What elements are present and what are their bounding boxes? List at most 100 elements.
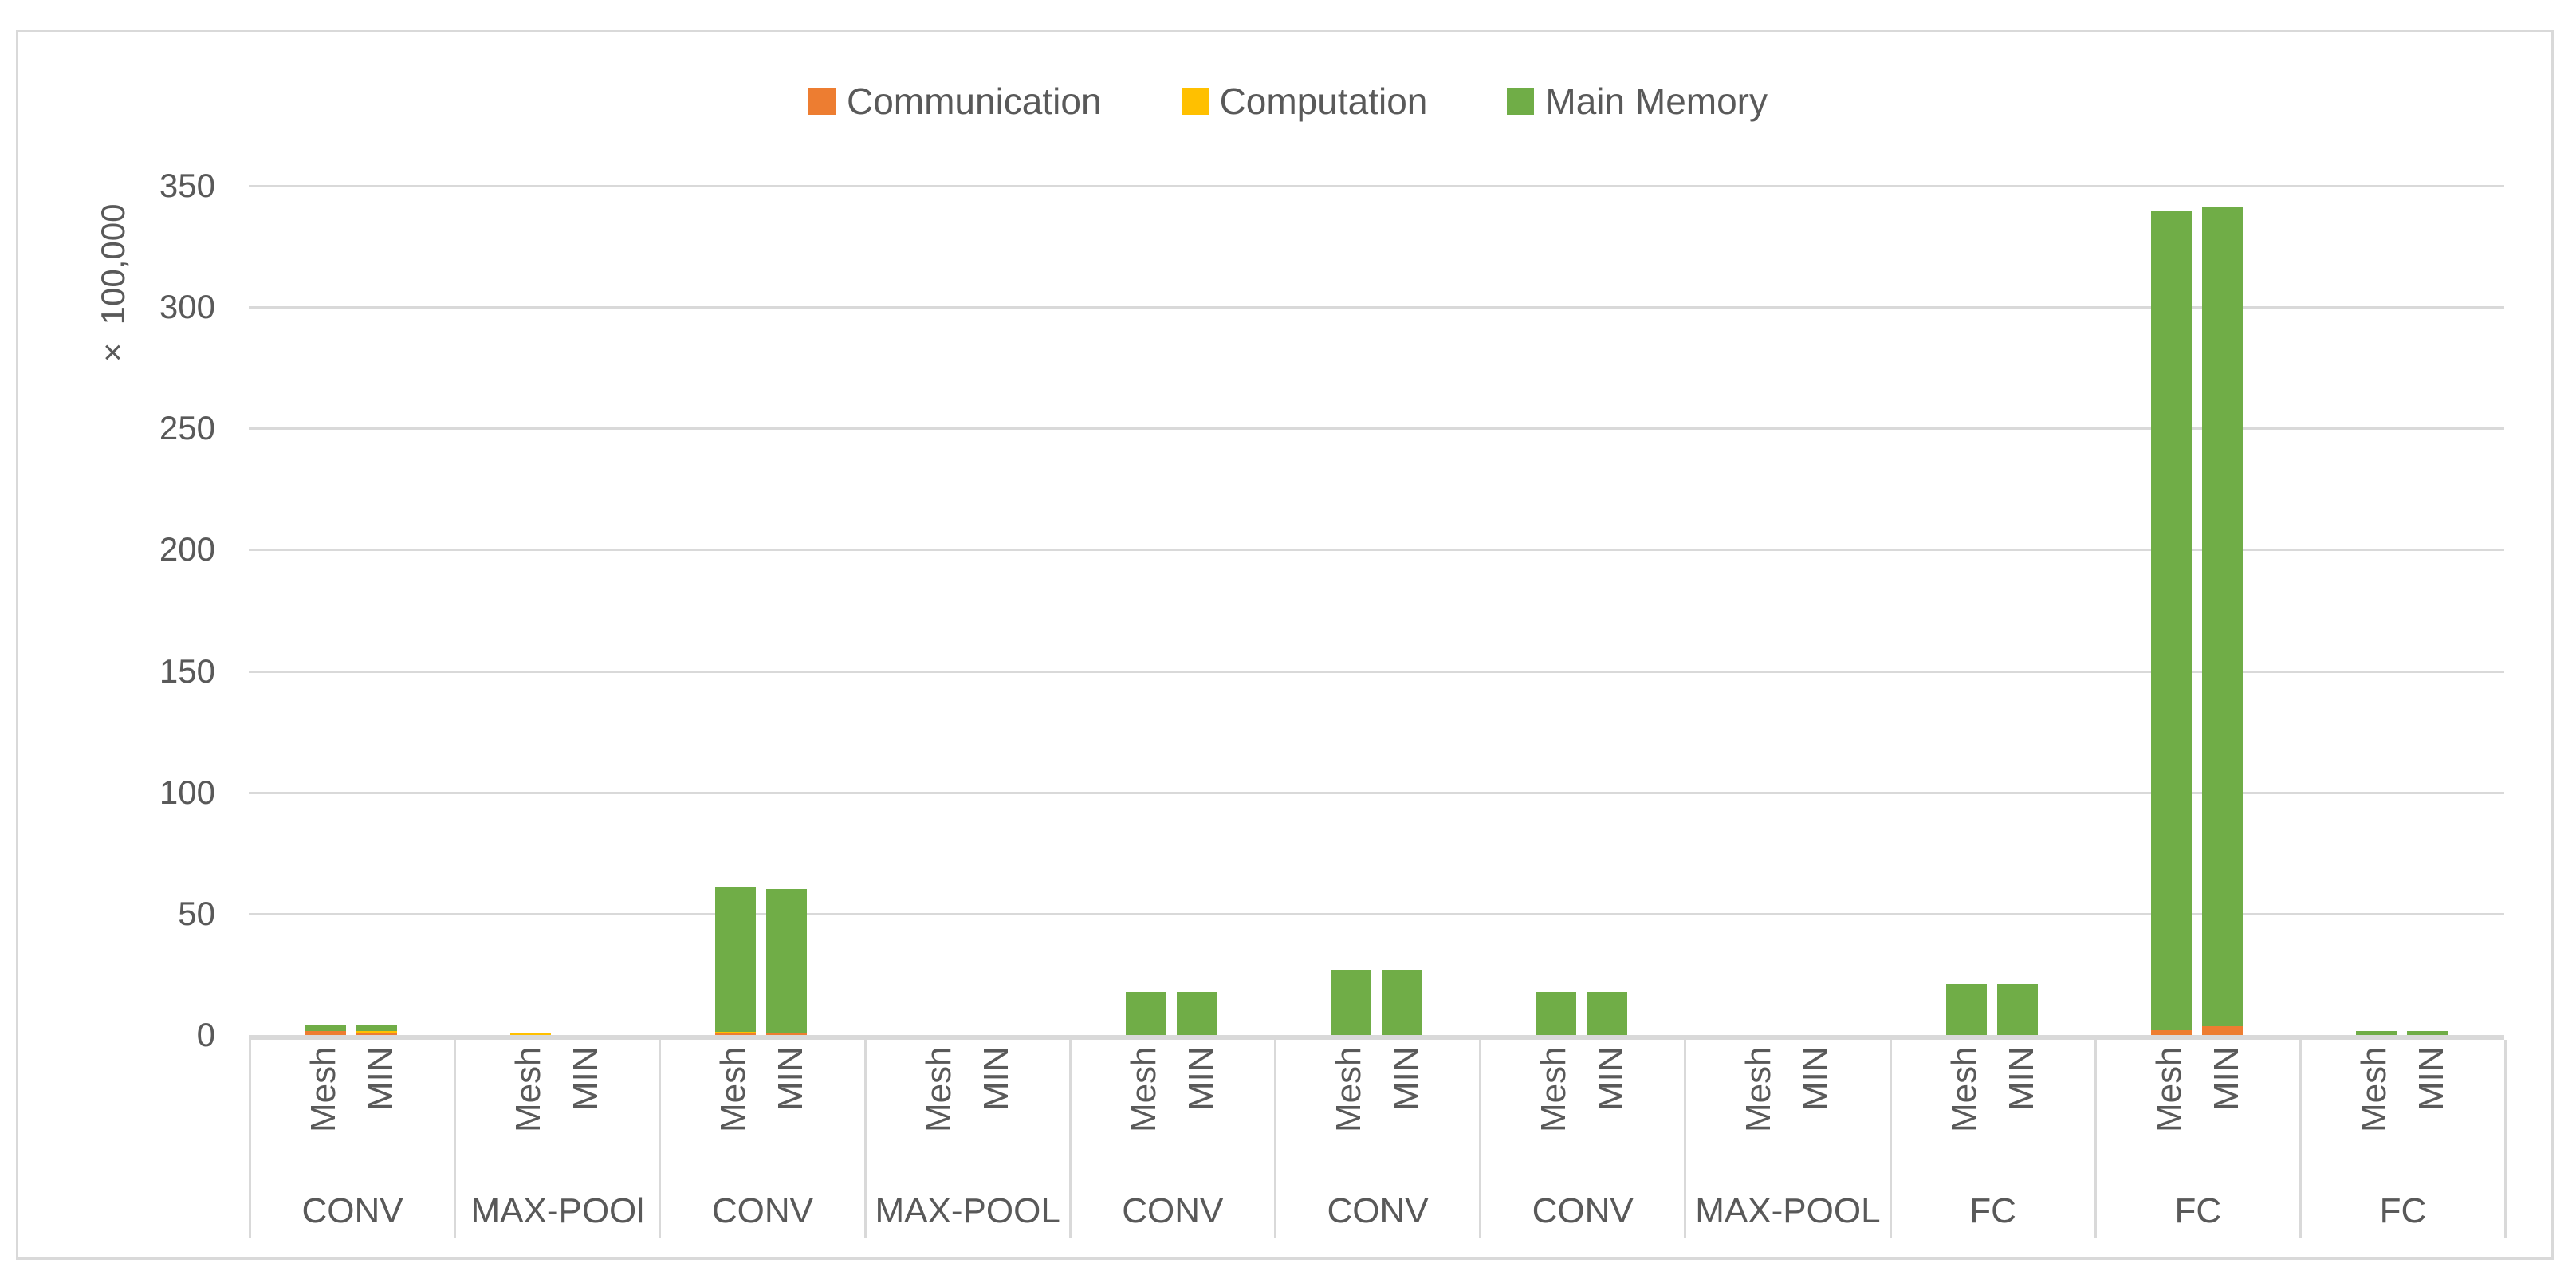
bar-label-mesh: Mesh	[2149, 1046, 2189, 1132]
y-axis-tick-label: 150	[159, 651, 215, 690]
bar-mesh	[510, 1033, 552, 1035]
category-label: MAX-POOL	[875, 1191, 1060, 1230]
main-memory-segment	[1536, 992, 1577, 1035]
bar-mesh	[305, 1025, 347, 1035]
legend-label: Communication	[846, 81, 1102, 122]
bar-label-row: Mesh MIN	[1276, 1046, 1479, 1166]
bar-label-min: MIN	[361, 1046, 401, 1111]
legend-swatch-icon	[1181, 88, 1209, 115]
legend-item: Computation	[1181, 80, 1428, 123]
bar-label-mesh: Mesh	[1534, 1046, 1574, 1132]
bar-label-mesh: Mesh	[918, 1046, 958, 1132]
bar-label-min: MIN	[1591, 1046, 1631, 1111]
bar-label-min: MIN	[566, 1046, 606, 1111]
bar-group	[2299, 186, 2504, 1035]
gridline	[249, 912, 2504, 915]
bar-mesh	[1331, 970, 1372, 1035]
category-label: FC	[1969, 1191, 2016, 1230]
category-label: CONV	[1327, 1191, 1429, 1230]
communication-segment	[766, 1033, 808, 1035]
communication-segment	[2201, 1026, 2243, 1035]
gridline	[249, 670, 2504, 673]
main-memory-segment	[715, 887, 757, 1032]
bar-group	[1890, 186, 2094, 1035]
bar-group	[1274, 186, 1479, 1035]
bar-group	[864, 186, 1069, 1035]
bar-label-mesh: Mesh	[509, 1046, 549, 1132]
bar-label-mesh: Mesh	[1123, 1046, 1163, 1132]
main-memory-segment	[766, 889, 808, 1033]
bar-label-row: Mesh MIN	[1481, 1046, 1684, 1166]
bar-mesh	[2150, 211, 2192, 1035]
communication-segment	[305, 1031, 347, 1035]
bar-mesh	[2355, 1031, 2397, 1035]
bar-label-mesh: Mesh	[304, 1046, 344, 1132]
legend-item: Communication	[808, 80, 1102, 123]
y-axis-tick-label: 350	[159, 167, 215, 204]
category-cell: Mesh MIN FC	[2094, 1040, 2299, 1238]
bars-row	[249, 186, 2504, 1035]
communication-segment	[356, 1033, 398, 1035]
bar-mesh	[1125, 992, 1166, 1035]
bar-label-min: MIN	[2411, 1046, 2451, 1111]
y-axis-tick-label: 100	[159, 773, 215, 811]
bar-label-mesh: Mesh	[714, 1046, 753, 1132]
bar-min	[1587, 992, 1628, 1035]
category-label: CONV	[1122, 1191, 1224, 1230]
category-label: FC	[2379, 1191, 2427, 1230]
bar-min	[1996, 983, 2038, 1035]
category-cell: Mesh MIN CONV	[249, 1040, 454, 1238]
legend-item: Main Memory	[1507, 80, 1768, 123]
category-cell: Mesh MIN CONV	[1273, 1040, 1479, 1238]
y-axis-tick-label: 300	[159, 288, 215, 326]
y-axis-tick-label: 0	[196, 1016, 215, 1053]
chart-outer-border	[16, 30, 2554, 1260]
main-memory-segment	[1382, 970, 1423, 1035]
x-axis-line	[249, 1035, 2504, 1040]
legend-label: Computation	[1219, 81, 1428, 122]
main-memory-segment	[2355, 1031, 2397, 1035]
gridline	[249, 306, 2504, 309]
bar-mesh	[1536, 992, 1577, 1035]
main-memory-segment	[2201, 207, 2243, 1027]
legend-swatch-icon	[808, 88, 836, 115]
bar-group	[1069, 186, 1274, 1035]
gridline	[249, 549, 2504, 552]
main-memory-segment	[1945, 983, 1987, 1035]
bar-label-row: Mesh MIN	[456, 1046, 659, 1166]
bar-label-min: MIN	[1181, 1046, 1221, 1111]
main-memory-segment	[356, 1025, 398, 1032]
y-axis-tick-label: 250	[159, 409, 215, 447]
category-label: FC	[2174, 1191, 2222, 1230]
bar-group	[1479, 186, 1684, 1035]
bar-min	[1176, 992, 1217, 1035]
bar-label-mesh: Mesh	[1329, 1046, 1369, 1132]
bar-group	[1684, 186, 1889, 1035]
bar-group	[249, 186, 454, 1035]
bar-min	[356, 1025, 398, 1035]
category-label: CONV	[301, 1191, 403, 1230]
main-memory-segment	[2406, 1031, 2448, 1035]
gridline	[249, 185, 2504, 187]
bar-label-row: Mesh MIN	[1072, 1046, 1274, 1166]
gridline	[249, 791, 2504, 794]
main-memory-segment	[1331, 970, 1372, 1035]
computation-segment	[510, 1033, 552, 1035]
bar-min	[2406, 1031, 2448, 1035]
legend-swatch-icon	[1507, 88, 1535, 115]
legend-label: Main Memory	[1545, 81, 1768, 122]
category-cell: Mesh MIN CONV	[1068, 1040, 1274, 1238]
bar-label-min: MIN	[2206, 1046, 2246, 1111]
bar-label-min: MIN	[1386, 1046, 1426, 1111]
